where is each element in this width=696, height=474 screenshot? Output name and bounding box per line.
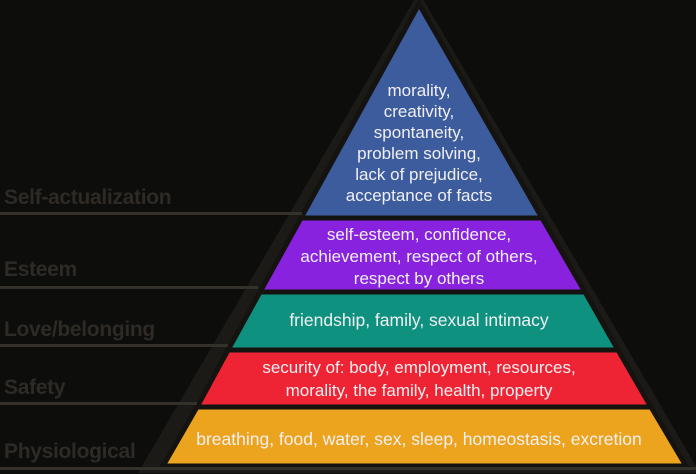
level-label-self-actualization: Self-actualization <box>4 186 172 209</box>
level-items-safety: security of: body, employment, resources… <box>262 358 576 400</box>
level-rule-self-actualization <box>0 212 302 215</box>
level-rule-safety <box>0 402 197 405</box>
level-label-safety: Safety <box>4 376 66 399</box>
level-label-esteem: Esteem <box>4 258 77 281</box>
level-rule-love-belonging <box>0 344 228 347</box>
level-items-self-actualization: morality, creativity, spontaneity, probl… <box>345 81 493 205</box>
level-items-love-belonging: friendship, family, sexual intimacy <box>289 310 549 330</box>
level-shape-physiological <box>158 404 691 469</box>
level-items-esteem: self-esteem, confidence, achievement, re… <box>300 225 538 288</box>
level-rule-physiological <box>0 467 696 470</box>
level-rule-esteem <box>0 286 258 289</box>
level-items-physiological: breathing, food, water, sex, sleep, home… <box>196 429 642 449</box>
level-label-physiological: Physiological <box>4 440 136 463</box>
level-label-love-belonging: Love/belonging <box>4 318 155 341</box>
